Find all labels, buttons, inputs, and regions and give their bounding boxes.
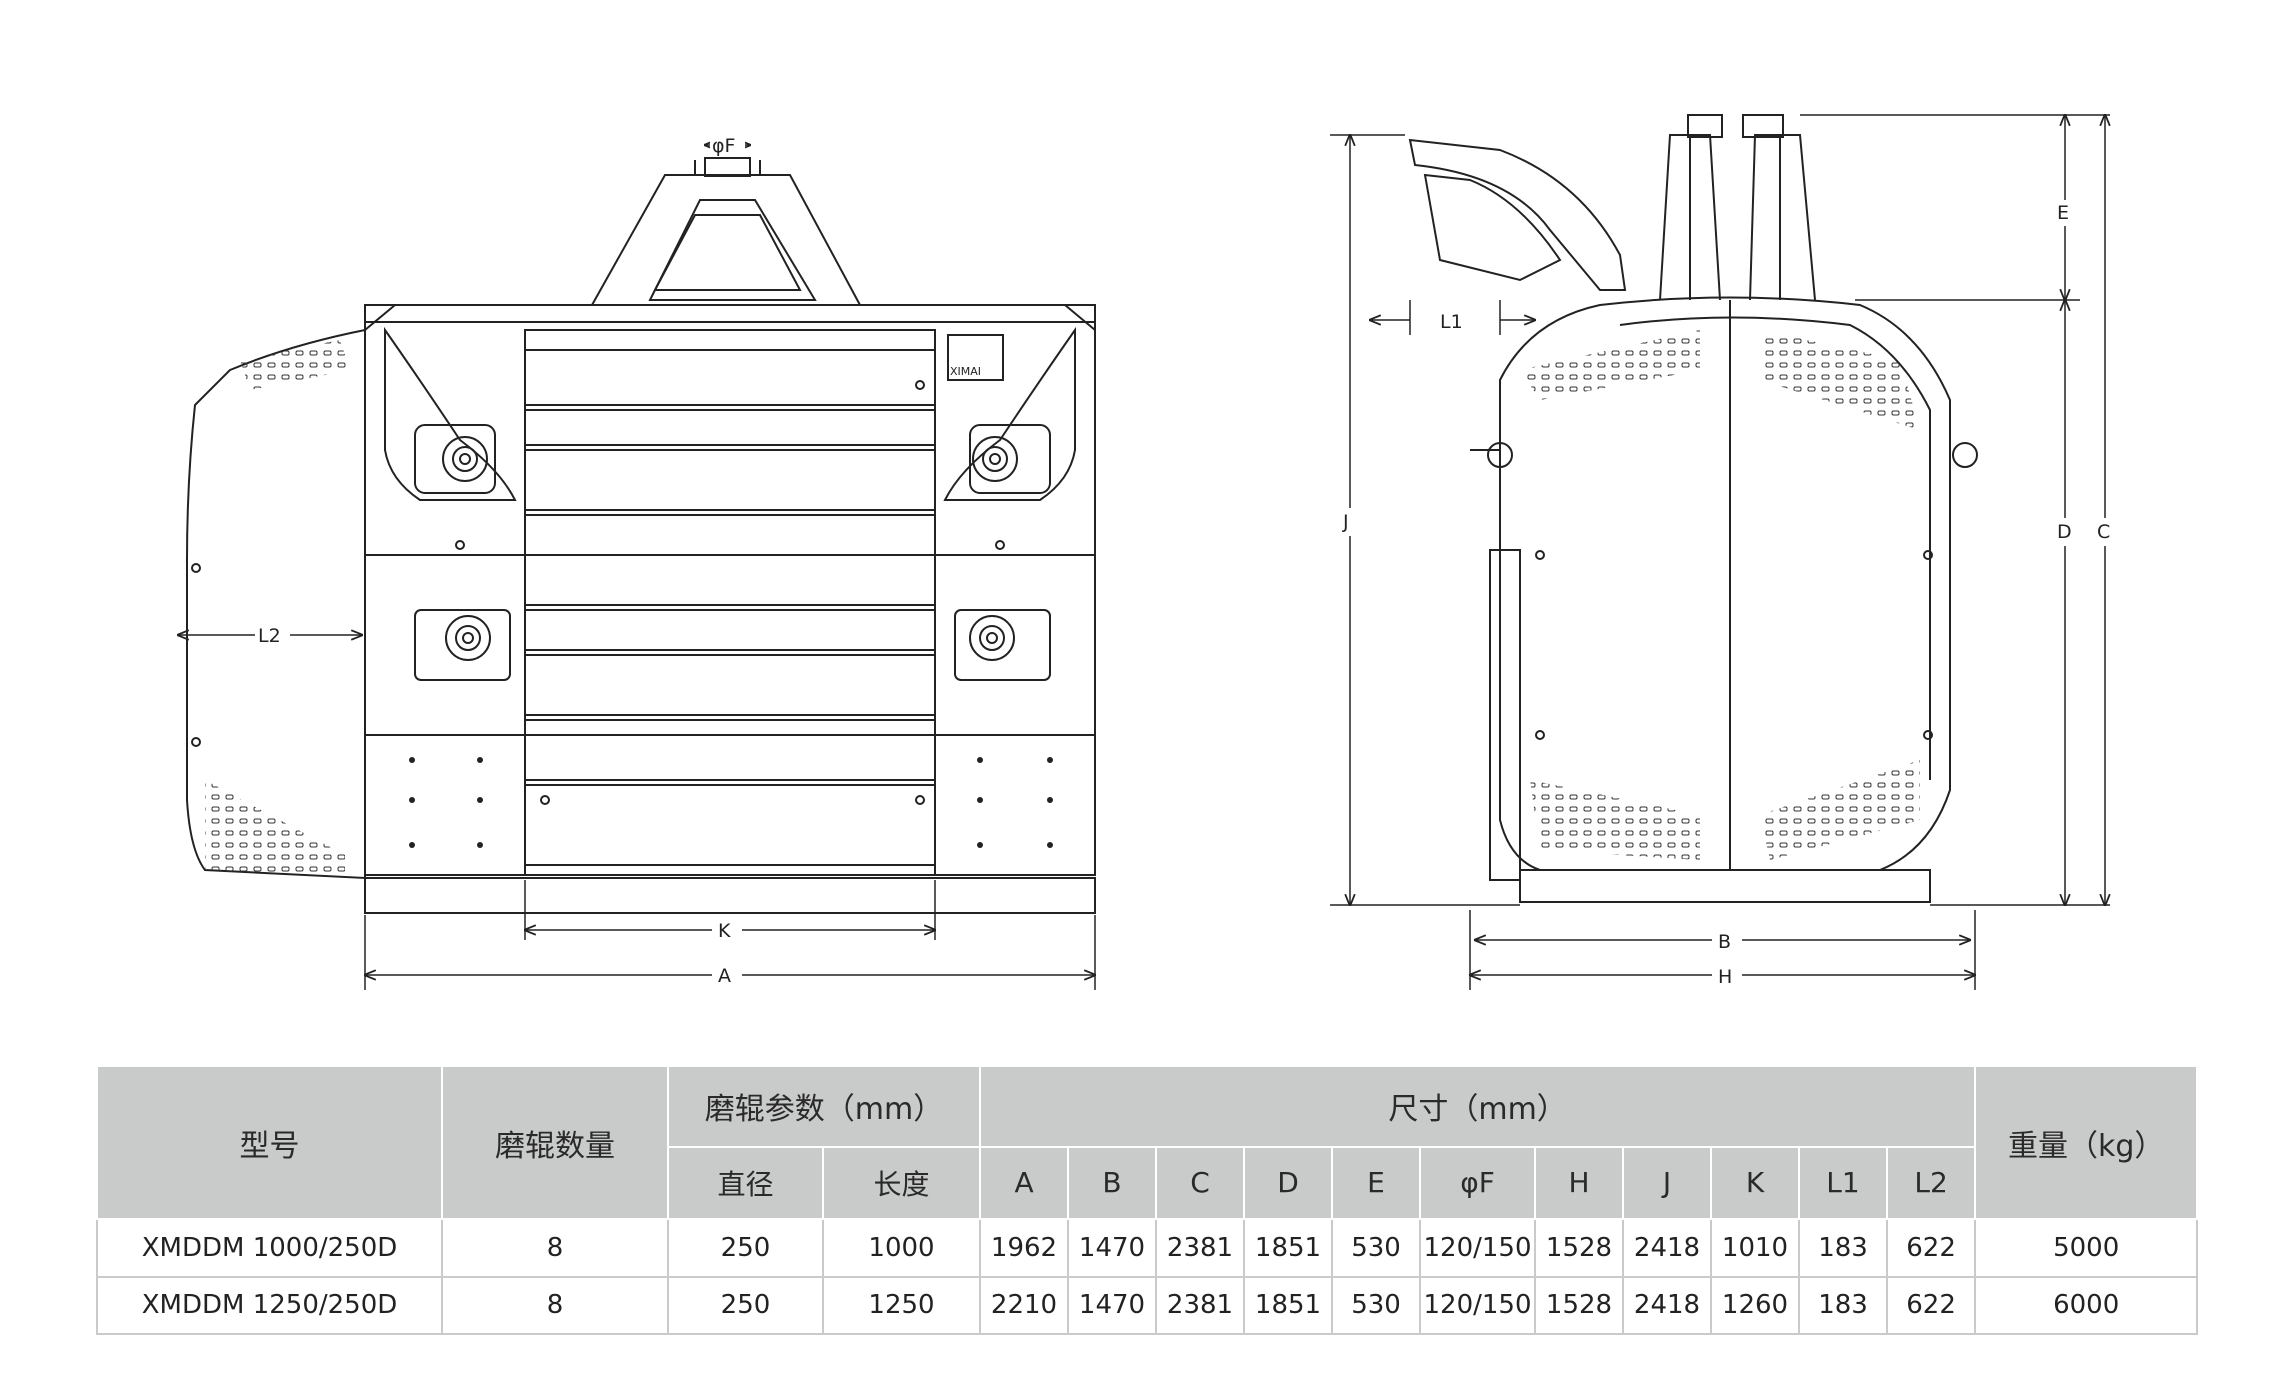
cell-dim-phiF: 120/150 (1419, 1275, 1537, 1336)
header-dim-K: K (1710, 1145, 1801, 1221)
dim-label-K: K (718, 920, 731, 942)
side-main-body (1499, 296, 1951, 871)
dim-label-L2: L2 (258, 625, 281, 647)
front-main-body (364, 304, 1096, 876)
cell-dim-A: 1962 (979, 1218, 1070, 1278)
header-dim-C: C (1155, 1145, 1246, 1221)
left-side-cover (186, 328, 366, 880)
cell-diameter: 250 (667, 1275, 824, 1336)
cell-dim-B: 1470 (1067, 1275, 1158, 1336)
cell-dim-D: 1851 (1243, 1218, 1334, 1278)
cell-dim-L1: 183 (1798, 1275, 1889, 1336)
cell-length: 1250 (821, 1275, 982, 1336)
table-row: XMDDM 1250/250D 8 250 1250 2210 1470 238… (96, 1275, 2199, 1336)
header-length: 长度 (821, 1145, 982, 1221)
cell-model: XMDDM 1000/250D (96, 1218, 443, 1278)
logo-text: XIMAI (950, 365, 981, 378)
side-open-lid (1408, 138, 1627, 291)
cell-dim-H: 1528 (1534, 1275, 1625, 1336)
cell-weight: 6000 (1974, 1275, 2199, 1336)
front-base-frame (364, 877, 1096, 914)
cell-model: XMDDM 1250/250D (96, 1275, 443, 1336)
header-roller-count: 磨辊数量 (441, 1064, 669, 1221)
header-dim-L2: L2 (1886, 1145, 1977, 1221)
cell-weight: 5000 (1974, 1218, 2199, 1278)
technical-drawing: XIMAI (0, 0, 2120, 990)
cell-dim-E: 530 (1331, 1275, 1422, 1336)
cell-dim-L2: 622 (1886, 1275, 1977, 1336)
cell-dim-B: 1470 (1067, 1218, 1158, 1278)
dim-label-C: C (2097, 521, 2110, 543)
side-view (1330, 115, 2120, 990)
header-diameter: 直径 (667, 1145, 824, 1221)
header-dim-A: A (979, 1145, 1070, 1221)
top-hopper (591, 174, 861, 306)
dim-label-H: H (1718, 966, 1732, 988)
cell-dim-H: 1528 (1534, 1218, 1625, 1278)
dim-label-D: D (2057, 521, 2072, 543)
cell-dim-J: 2418 (1622, 1275, 1713, 1336)
header-dim-E: E (1331, 1145, 1422, 1221)
cell-dim-K: 1010 (1710, 1218, 1801, 1278)
dim-label-A: A (718, 965, 731, 987)
cell-dim-L1: 183 (1798, 1218, 1889, 1278)
header-dim-J: J (1622, 1145, 1713, 1221)
logo-plate (947, 334, 1004, 381)
cell-dim-D: 1851 (1243, 1275, 1334, 1336)
header-dim-B: B (1067, 1145, 1158, 1221)
table-row: XMDDM 1000/250D 8 250 1000 1962 1470 238… (96, 1218, 2199, 1278)
header-size: 尺寸（mm） (979, 1065, 1977, 1148)
cell-dim-E: 530 (1331, 1218, 1422, 1278)
dim-label-B: B (1718, 931, 1731, 953)
header-weight: 重量（kg） (1974, 1064, 2199, 1221)
cell-dim-C: 2381 (1155, 1275, 1246, 1336)
dim-label-L1: L1 (1440, 311, 1463, 333)
cell-dim-phiF: 120/150 (1419, 1218, 1537, 1278)
header-roller-params: 磨辊参数（mm） (666, 1065, 982, 1148)
cell-roller-count: 8 (441, 1275, 669, 1336)
cell-dim-K: 1260 (1710, 1275, 1801, 1336)
dim-label-J: J (1342, 511, 1349, 533)
cell-length: 1000 (821, 1218, 982, 1278)
cell-dim-L2: 622 (1886, 1218, 1977, 1278)
cell-dim-A: 2210 (979, 1275, 1070, 1336)
spec-table: 型号 磨辊数量 磨辊参数（mm） 尺寸（mm） 重量（kg） 直径 长度 A B… (96, 1064, 2199, 1336)
header-dim-D: D (1243, 1145, 1334, 1221)
cell-diameter: 250 (667, 1218, 824, 1278)
side-base-frame (1519, 869, 1931, 903)
header-dim-phiF: φF (1419, 1145, 1537, 1221)
cell-dim-C: 2381 (1155, 1218, 1246, 1278)
header-model: 型号 (96, 1064, 443, 1221)
front-view: XIMAI (178, 132, 1095, 990)
header-dim-L1: L1 (1798, 1145, 1889, 1221)
dim-label-E: E (2057, 202, 2069, 224)
cell-roller-count: 8 (441, 1218, 669, 1278)
cell-dim-J: 2418 (1622, 1218, 1713, 1278)
dim-label-phiF: φF (712, 135, 735, 157)
header-dim-H: H (1534, 1145, 1625, 1221)
